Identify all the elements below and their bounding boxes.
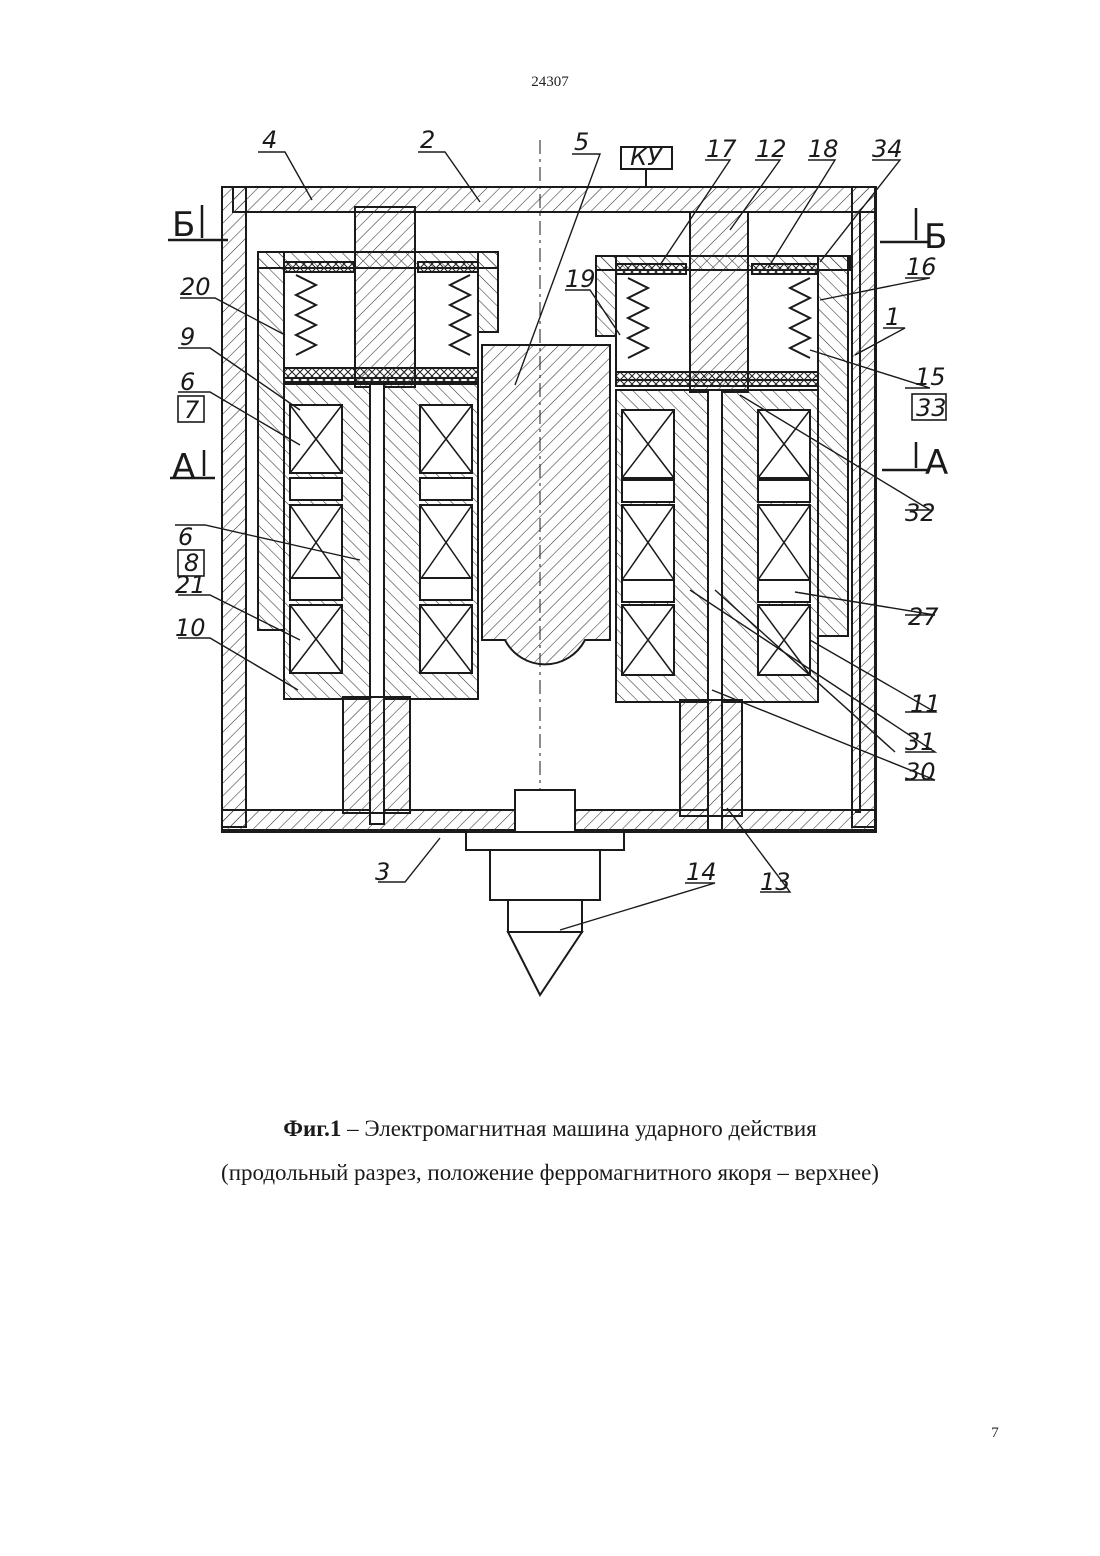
label-13: 13 [760, 868, 791, 896]
label-4: 4 [262, 126, 277, 154]
figure-title: – Электромагнитная машина ударного дейст… [341, 1116, 816, 1141]
label-6: 6 [178, 523, 193, 551]
label-30: 30 [905, 758, 936, 786]
control-unit: КУ [621, 143, 672, 187]
label-14: 14 [686, 858, 717, 886]
figure-label: Фиг.1 [283, 1116, 341, 1141]
section-a-left: А [172, 447, 195, 487]
label-15: 15 [915, 363, 946, 391]
label-12: 12 [756, 135, 787, 163]
label-7: 7 [184, 396, 200, 424]
label-3: 3 [375, 858, 390, 886]
label-20: 20 [180, 273, 211, 301]
control-unit-label: КУ [630, 143, 663, 171]
label-33: 33 [916, 394, 947, 422]
figure-caption-title: Фиг.1 – Электромагнитная машина ударного… [0, 1116, 1100, 1142]
label-31: 31 [905, 728, 936, 756]
label-21: 21 [175, 571, 206, 599]
section-a-right: А [925, 443, 948, 483]
right-module [596, 212, 850, 830]
label-18: 18 [808, 135, 839, 163]
label-11: 11 [910, 690, 941, 718]
label-1: 1 [885, 303, 900, 331]
figure-caption-subtitle: (продольный разрез, положение ферромагни… [0, 1160, 1100, 1186]
section-b-right: Б [924, 217, 947, 257]
label-5: 5 [574, 128, 589, 156]
section-b-left: Б [172, 205, 195, 245]
label-17: 17 [706, 135, 737, 163]
label-2: 2 [420, 126, 435, 154]
page-number: 7 [980, 1425, 1010, 1442]
label-19: 19 [565, 265, 596, 293]
label-16: 16 [906, 253, 937, 281]
label-10: 10 [175, 614, 206, 642]
label-9: 9 [180, 323, 195, 351]
label-27: 27 [908, 603, 939, 631]
label-32: 32 [905, 499, 936, 527]
left-module [258, 207, 498, 824]
label-b6: 6 [180, 368, 195, 396]
label-34: 34 [872, 135, 903, 163]
